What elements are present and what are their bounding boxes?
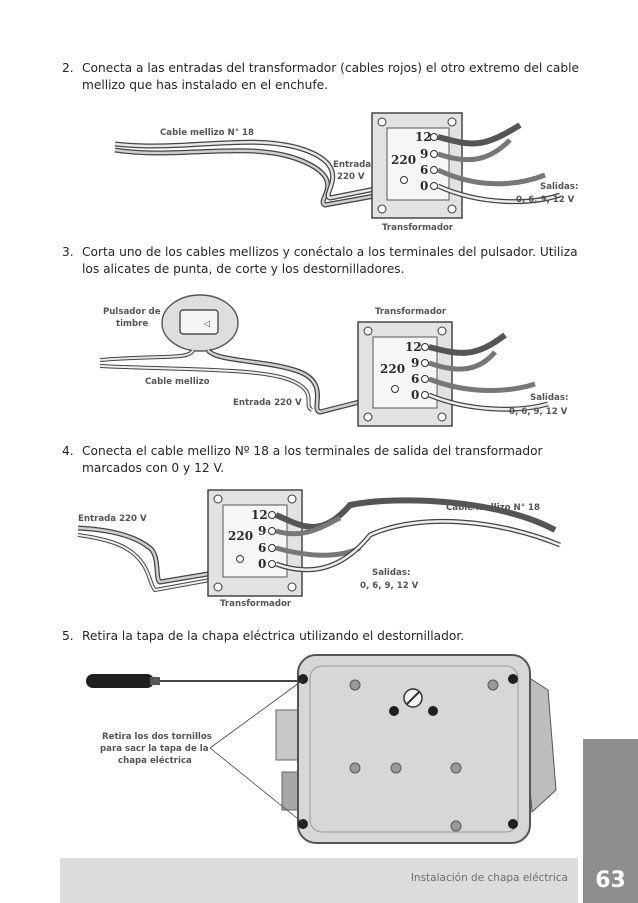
salidas-label: Salidas: (540, 182, 578, 192)
step-text: Conecta el cable mellizo Nº 18 a los ter… (82, 444, 543, 475)
note-line-3: chapa eléctrica (118, 755, 192, 766)
salidas-values: 0, 6, 9, 12 V (509, 407, 568, 417)
tap-9: 9 (258, 524, 266, 538)
input-voltage: 220 (380, 362, 405, 376)
tap-12: 12 (251, 508, 268, 522)
note-line-2: para sacr la tapa de la (100, 744, 209, 754)
step-text: Corta uno de los cables mellizos y conéc… (82, 245, 578, 276)
step-number: 5. (62, 629, 74, 643)
tap-6: 6 (258, 541, 266, 555)
entrada-voltage: 220 V (337, 172, 365, 182)
tap-6: 6 (420, 163, 428, 177)
side-tab (583, 739, 638, 903)
input-voltage: 220 (228, 529, 253, 543)
section-title: Instalación de chapa eléctrica (410, 872, 568, 884)
footer-bar: Instalación de chapa eléctrica (60, 858, 578, 903)
tap-0: 0 (411, 388, 419, 402)
step-number: 4. (62, 444, 74, 458)
entrada-label: Entrada (333, 160, 371, 170)
screwdriver-icon (86, 674, 154, 688)
step-3: 3. Corta uno de los cables mellizos y co… (62, 244, 582, 278)
step-4: 4. Conecta el cable mellizo Nº 18 a los … (62, 443, 582, 477)
transformer-label: Transformador (382, 223, 454, 233)
pulsador-label-2: timbre (116, 319, 148, 329)
transformer-label: Transformador (375, 307, 447, 317)
page-number: 63 (595, 868, 626, 893)
step-text: Retira la tapa de la chapa eléctrica uti… (82, 629, 465, 643)
input-voltage: 220 (391, 153, 416, 167)
tap-0: 0 (420, 179, 428, 193)
entrada-label: Entrada 220 V (78, 514, 147, 524)
cable-label: Cable mellizo N° 18 (160, 128, 254, 138)
step-number: 2. (62, 61, 74, 75)
salidas-label: Salidas: (530, 393, 568, 403)
salidas-label: Salidas: (372, 568, 410, 578)
salidas-values: 0, 6, 9, 12 V (516, 195, 575, 205)
note-line-1: Retira los dos tornillos (102, 732, 212, 742)
cable-label: Cable mellizo (145, 377, 210, 387)
tap-12: 12 (415, 130, 432, 144)
tap-12: 12 (405, 340, 422, 354)
cable-label: Cable mellizo N° 18 (446, 503, 540, 513)
pulsador-label: Pulsador de (103, 307, 161, 317)
step-5: 5. Retira la tapa de la chapa eléctrica … (62, 628, 582, 645)
step-number: 3. (62, 245, 74, 259)
entrada-label: Entrada 220 V (233, 398, 302, 408)
tap-0: 0 (258, 557, 266, 571)
transformer-label: Transformador (220, 599, 292, 609)
tap-9: 9 (420, 147, 428, 161)
salidas-values: 0, 6, 9, 12 V (360, 581, 419, 591)
svg-text:◁: ◁ (203, 319, 210, 328)
step-text: Conecta a las entradas del transformador… (82, 61, 579, 92)
keyhole-icon (403, 688, 423, 708)
step-2: 2. Conecta a las entradas del transforma… (62, 60, 582, 94)
tap-9: 9 (411, 356, 419, 370)
tap-6: 6 (411, 372, 419, 386)
